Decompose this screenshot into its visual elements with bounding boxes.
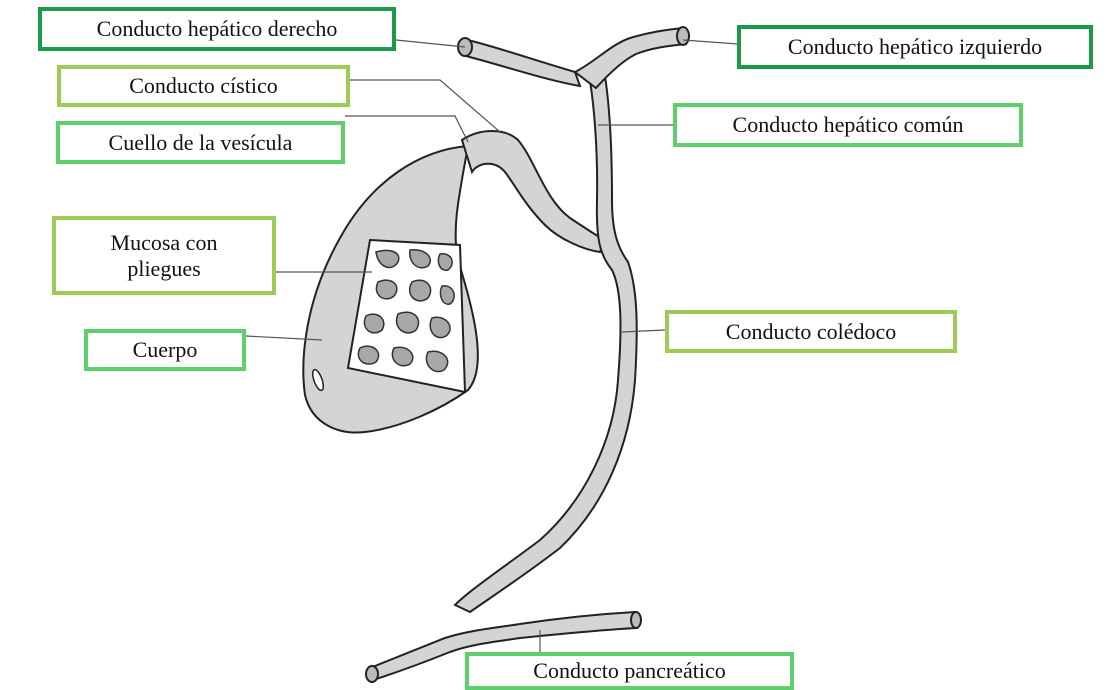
label-conducto-hepatico-comun: Conducto hepático común: [673, 103, 1023, 147]
label-cuerpo: Cuerpo: [84, 329, 246, 371]
label-conducto-hepatico-derecho: Conducto hepático derecho: [38, 7, 396, 51]
right-hepatic-duct: [462, 40, 580, 86]
left-hepatic-duct-end: [677, 27, 689, 45]
label-cuello-vesicula: Cuello de la vesícula: [56, 121, 345, 164]
label-mucosa-line-1: Mucosa con: [111, 230, 218, 255]
label-mucosa-con-pliegues: Mucosa con pliegues: [52, 216, 276, 295]
left-hepatic-duct: [575, 28, 686, 88]
pancreatic-duct-left-end: [366, 666, 378, 682]
label-conducto-hepatico-izquierdo: Conducto hepático izquierdo: [737, 25, 1093, 69]
label-mucosa-line-2: pliegues: [127, 256, 200, 281]
gallbladder-neck: [462, 131, 605, 252]
label-conducto-cistico: Conducto cístico: [57, 65, 350, 107]
label-conducto-coledoco: Conducto colédoco: [665, 310, 957, 353]
pancreatic-duct-right-end: [631, 612, 641, 628]
label-conducto-pancreatico: Conducto pancreático: [465, 652, 794, 690]
